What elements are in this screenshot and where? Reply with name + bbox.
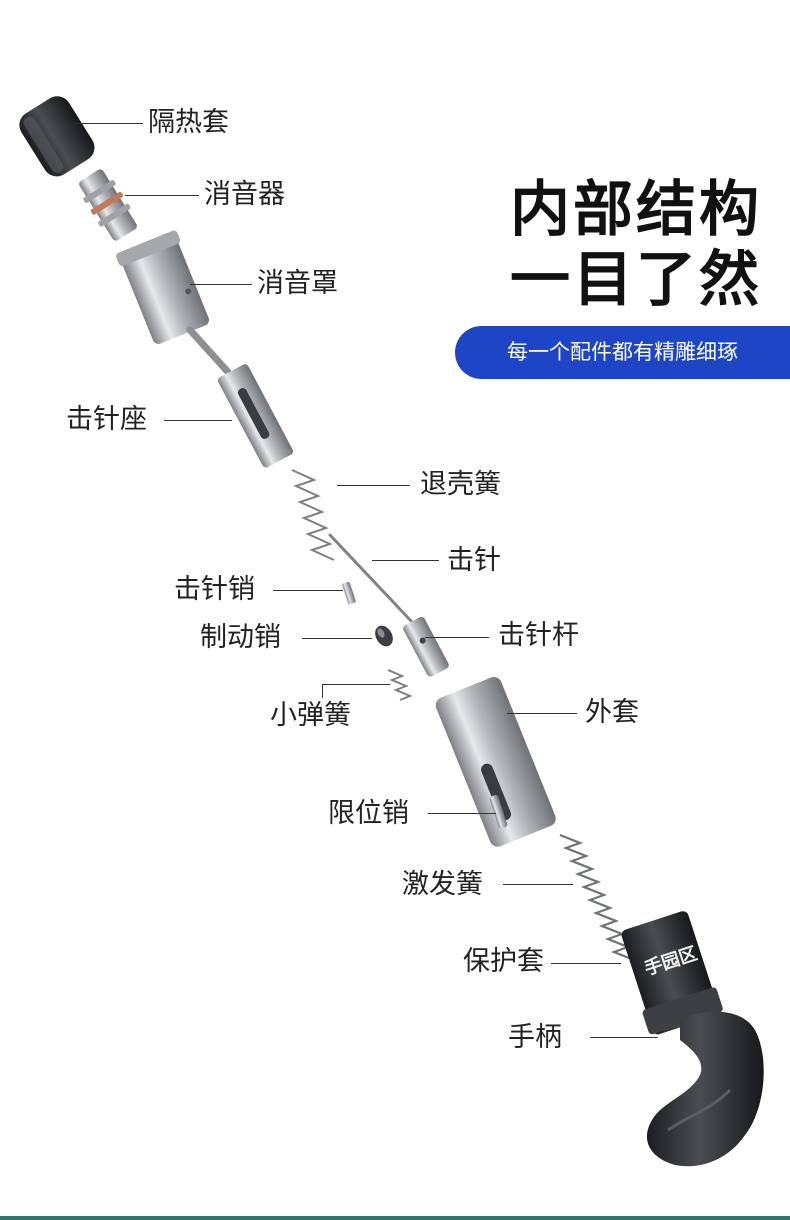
firing-pin-rod-part	[403, 616, 449, 677]
bottom-accent-bar	[0, 1216, 790, 1220]
headline-line-2: 一目了然	[510, 245, 762, 315]
label-firing-pin-pin: 击针销	[174, 574, 255, 605]
label-firing-pin: 击针	[447, 545, 501, 576]
leader-firing-pin-rod	[425, 637, 489, 638]
protective-sleeve-part: 手园区	[621, 911, 723, 1035]
muffler-cover-part	[116, 230, 209, 344]
leader-outer-sleeve	[507, 713, 577, 714]
leader-muffler	[125, 195, 199, 196]
brake-pin-part	[375, 625, 393, 647]
firing-pin-part	[328, 533, 414, 624]
label-handle: 手柄	[508, 1022, 562, 1053]
leader-small-spring-tick	[322, 684, 323, 698]
label-brake-pin: 制动销	[200, 622, 281, 653]
label-protective-sleeve: 保护套	[463, 946, 544, 977]
leader-limit-pin	[428, 813, 496, 814]
limit-pin-part	[489, 795, 508, 829]
outer-sleeve-part	[435, 676, 556, 847]
handle-part	[646, 1011, 764, 1167]
leader-firing-pin	[372, 560, 439, 561]
leader-muffler-cover	[190, 284, 252, 285]
firing-pin-pin-part	[342, 581, 356, 605]
leader-firing-spring	[503, 884, 573, 885]
subtitle-pill: 每一个配件都有精雕细琢	[455, 326, 790, 379]
label-muffler: 消音器	[204, 179, 285, 210]
leader-firing-pin-pin	[273, 590, 343, 591]
small-spring-part	[387, 669, 413, 701]
firing-pin-seat-part	[217, 364, 294, 468]
headline-line-1: 内部结构	[510, 175, 762, 245]
leader-ejector-spring	[337, 485, 410, 486]
leader-brake-pin	[302, 638, 372, 639]
label-ejector-spring: 退壳簧	[420, 469, 501, 500]
ejector-spring-part	[291, 469, 335, 561]
leader-insulation-sleeve	[75, 123, 143, 124]
label-limit-pin: 限位销	[328, 798, 409, 829]
label-muffler-cover: 消音罩	[257, 268, 338, 299]
label-firing-pin-rod: 击针杆	[498, 620, 579, 651]
leader-firing-pin-seat	[164, 420, 232, 421]
label-small-spring: 小弹簧	[270, 700, 351, 731]
label-firing-spring: 激发簧	[402, 869, 483, 900]
label-firing-pin-seat: 击针座	[66, 404, 147, 435]
leader-small-spring	[322, 684, 390, 685]
label-outer-sleeve: 外套	[585, 697, 639, 728]
leader-handle	[590, 1037, 658, 1038]
muffler-part	[79, 169, 137, 241]
insulation-sleeve-part	[19, 96, 95, 177]
leader-protective-sleeve	[551, 963, 621, 964]
firing-spring-part	[559, 833, 635, 962]
label-insulation-sleeve: 隔热套	[148, 107, 229, 138]
